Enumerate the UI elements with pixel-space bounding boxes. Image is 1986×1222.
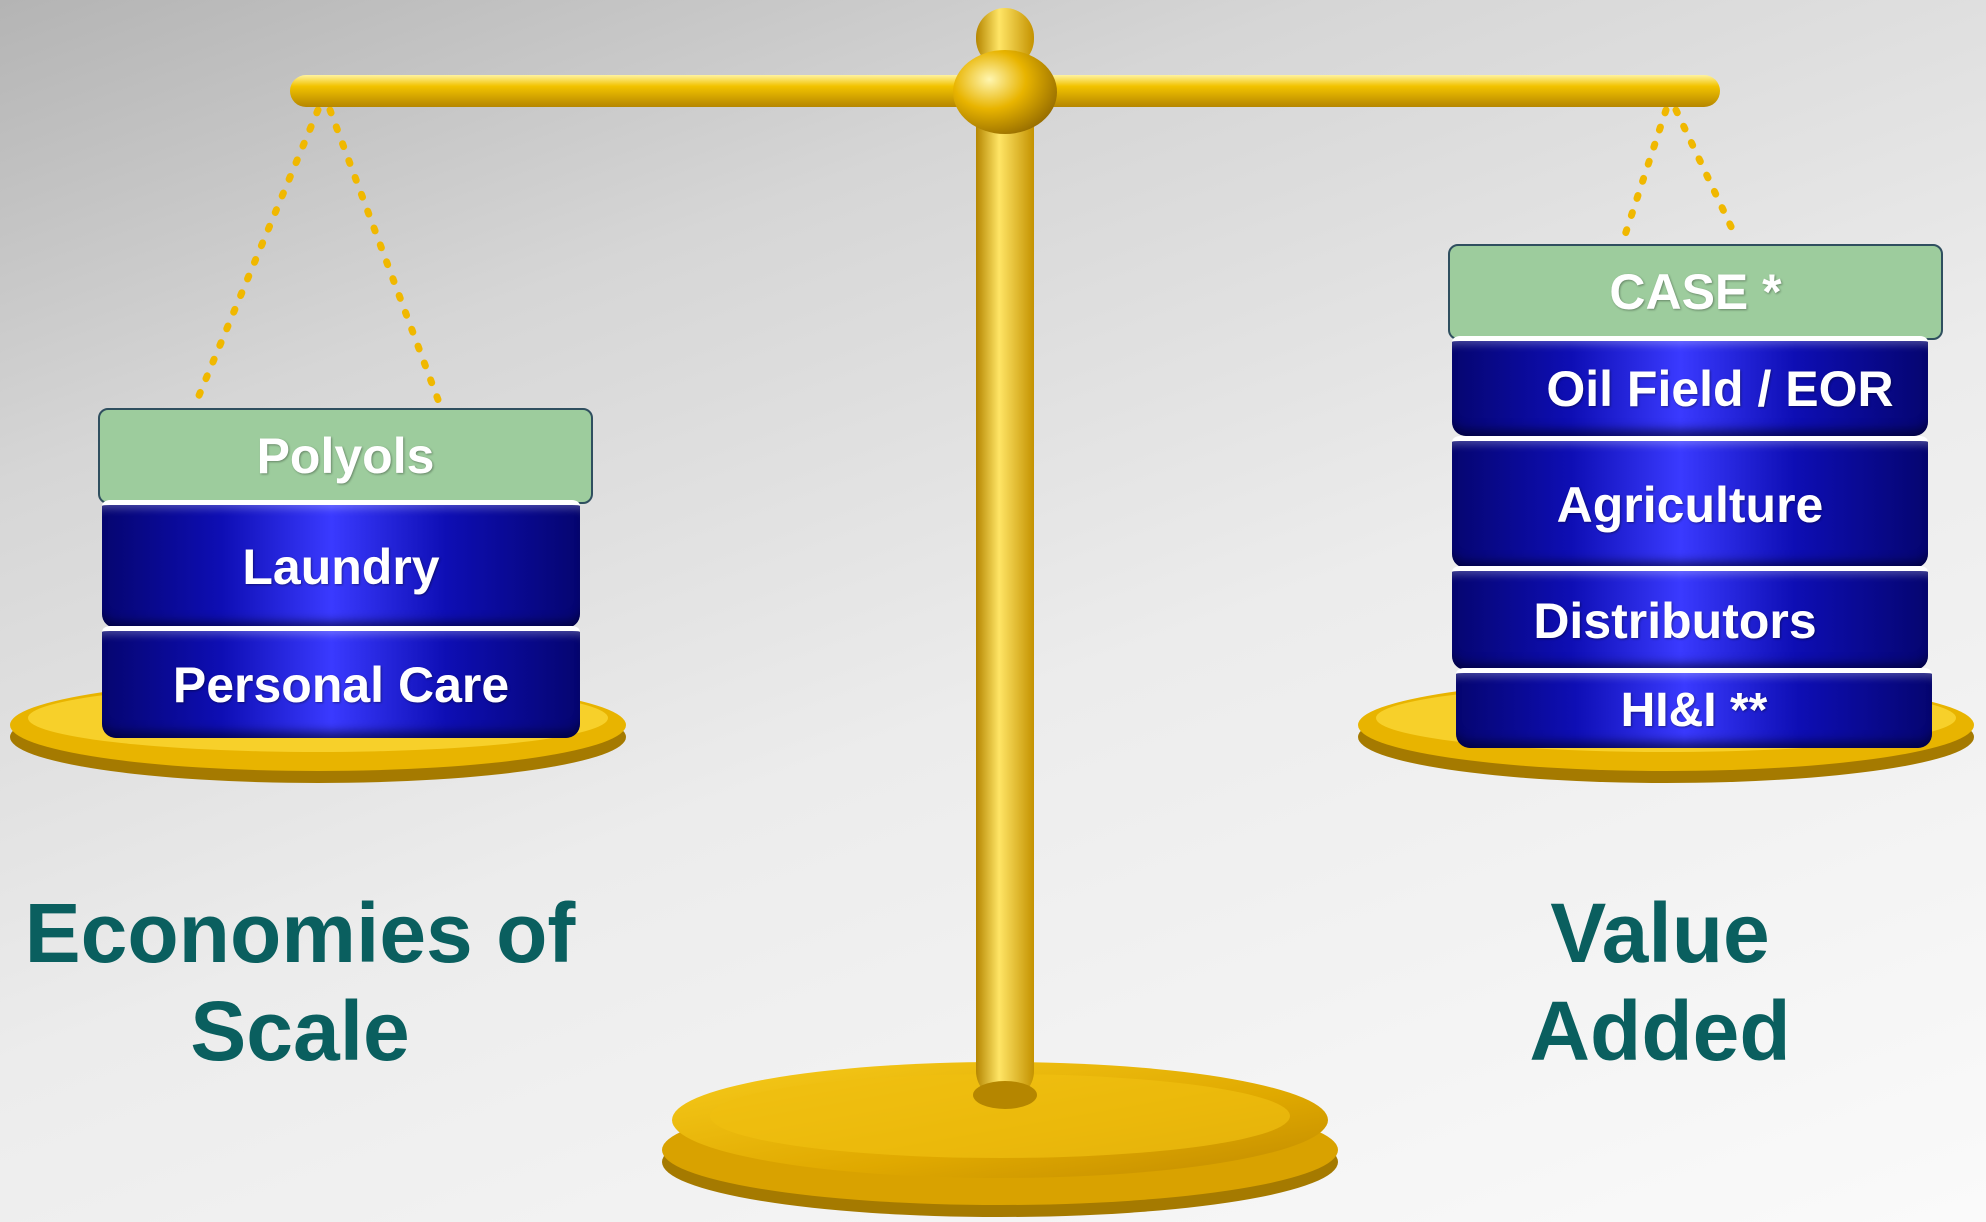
scale-pivot-knob — [953, 50, 1057, 134]
caption-value-added: Value Added — [1460, 884, 1860, 1080]
block-distributors: Distributors — [1452, 566, 1928, 670]
caption-left-line1: Economies of — [24, 886, 576, 980]
scale-pole — [976, 95, 1034, 1100]
block-agriculture: Agriculture — [1452, 436, 1928, 568]
scale-base — [662, 1062, 1338, 1217]
caption-economies-of-scale: Economies of Scale — [20, 884, 580, 1080]
caption-right-line2: Added — [1529, 984, 1791, 1078]
block-oil-field-eor: Oil Field / EOR — [1452, 336, 1928, 436]
block-case: CASE * — [1448, 244, 1943, 340]
caption-left-line2: Scale — [190, 984, 410, 1078]
block-polyols: Polyols — [98, 408, 593, 504]
left-pan-strings — [191, 106, 1739, 409]
block-hi-and-i: HI&I ** — [1456, 668, 1932, 748]
caption-right-line1: Value — [1550, 886, 1770, 980]
block-personal-care: Personal Care — [102, 626, 580, 738]
block-laundry: Laundry — [102, 500, 580, 628]
